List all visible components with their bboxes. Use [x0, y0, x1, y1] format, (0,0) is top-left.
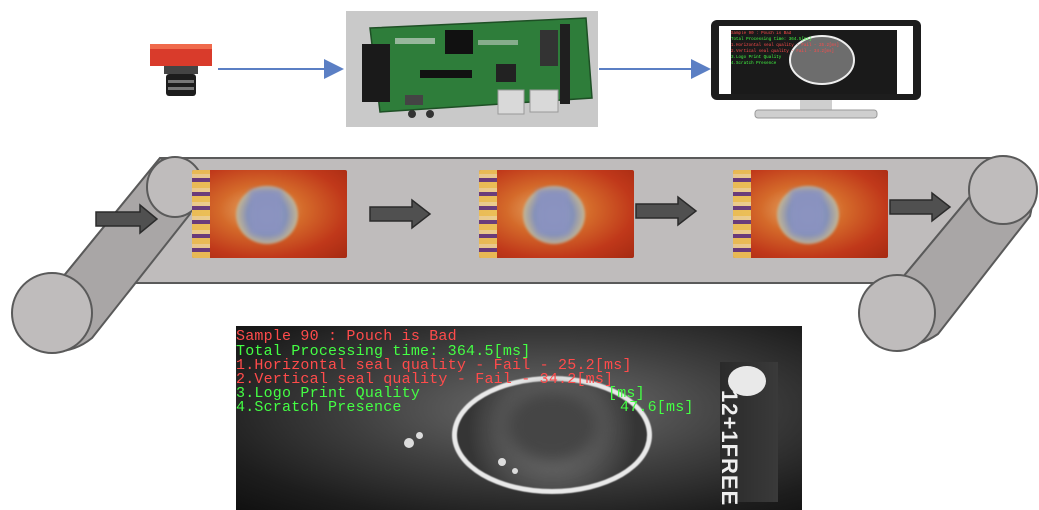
screen-line: Total Processing time: 364.5[ms]	[731, 38, 812, 42]
pouch-badge	[720, 362, 778, 502]
badge-text: 12+1FREE	[717, 390, 742, 507]
print-flower	[404, 438, 414, 448]
result-line-logo-print-time: [ms]	[608, 385, 645, 402]
embedded-processing-board-icon	[346, 11, 598, 127]
monitor-screen-text: Sample 90 : Pouch is Bad Total Processin…	[731, 31, 896, 93]
result-line-logo-print: 3.Logo Print Quality	[236, 385, 421, 402]
belt-direction-arrow-2	[369, 198, 432, 230]
print-flower	[416, 432, 423, 439]
result-line-sample: Sample 90 : Pouch is Bad	[236, 328, 457, 345]
result-line-vertical-seal: 2.Vertical seal quality - Fail - 34.2[ms…	[236, 371, 614, 388]
pouch-blurred-logo	[250, 190, 282, 234]
screen-line: Sample 90 : Pouch is Bad	[731, 32, 792, 36]
result-line-horizontal-seal: 1.Horizontal seal quality - Fail - 25.2[…	[236, 357, 632, 374]
pouch-3	[733, 170, 888, 258]
screen-line: 3.Logo Print Quality	[731, 56, 782, 60]
blurred-product	[504, 388, 600, 464]
screen-line: 2.Vertical seal quality - Fail - 34.2[ms…	[731, 50, 835, 54]
display-monitor-icon	[711, 20, 921, 119]
screen-line: 1.Horizontal seal quality - Fail - 25.2[…	[731, 44, 840, 48]
pouch-seal	[733, 170, 751, 258]
print-flower	[512, 468, 518, 474]
belt-direction-arrow-1	[95, 203, 159, 235]
pouch-seal	[192, 170, 210, 258]
industrial-camera-icon	[150, 44, 212, 96]
screen-line: 4.Scratch Presence	[731, 62, 777, 66]
result-line-scratch: 4.Scratch Presence	[236, 399, 402, 416]
pouch-2	[479, 170, 634, 258]
right-roller	[858, 155, 1038, 352]
badge-circle	[728, 366, 766, 396]
inspection-result-image: 12+1FREE Sample 90 : Pouch is Bad Total …	[236, 326, 802, 510]
pouch-blurred-logo	[537, 190, 569, 234]
result-line-scratch-time: 47.6[ms]	[620, 399, 694, 416]
result-line-total-time: Total Processing time: 364.5[ms]	[236, 343, 531, 360]
print-flower	[498, 458, 506, 466]
left-roller	[11, 156, 204, 354]
belt-direction-arrow-3	[635, 195, 698, 227]
belt-direction-arrow-4	[889, 191, 952, 223]
pouch-1	[192, 170, 347, 258]
pouch-seal	[479, 170, 497, 258]
pouch-blurred-logo	[791, 190, 823, 234]
